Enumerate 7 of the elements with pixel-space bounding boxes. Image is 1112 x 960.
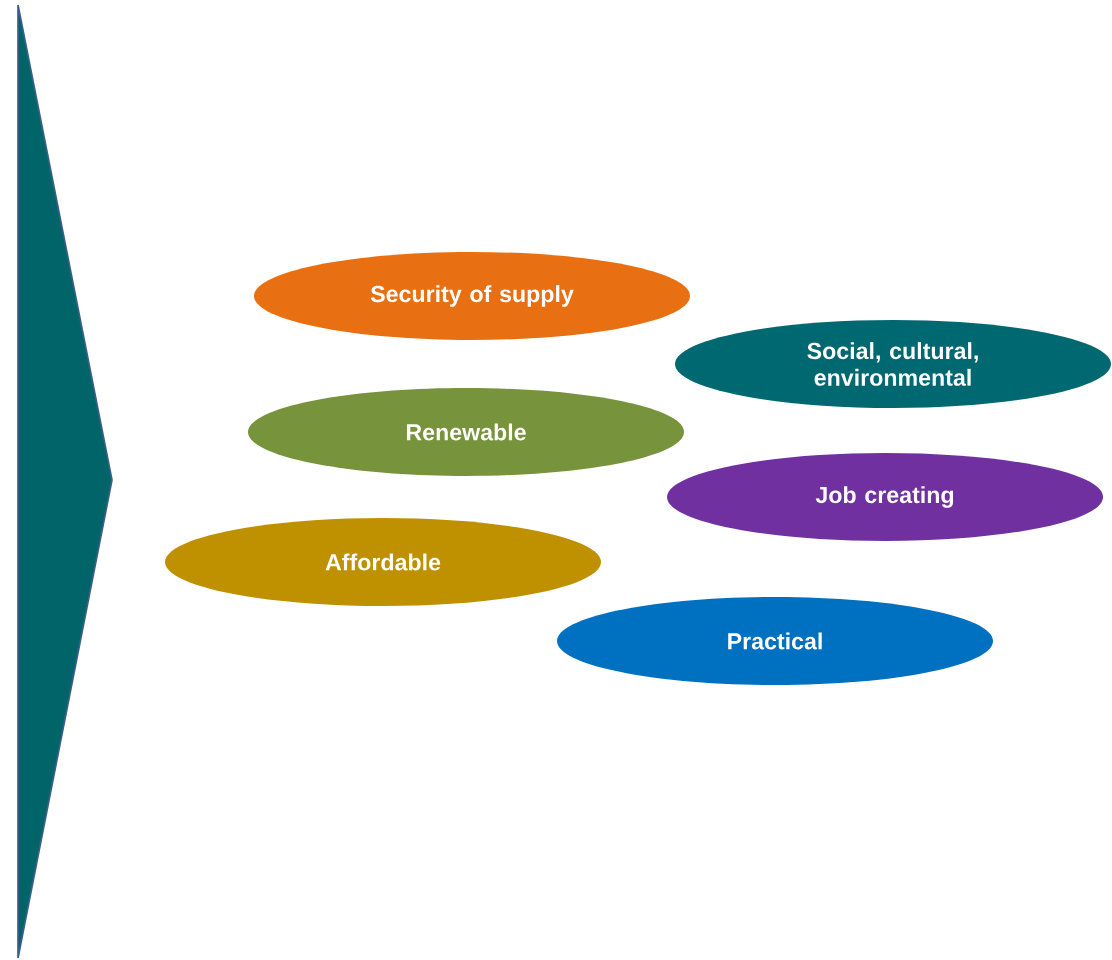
ellipse-label: Job creating xyxy=(667,453,1103,541)
triangle-shape xyxy=(17,4,113,959)
ellipse-label: Practical xyxy=(557,597,993,685)
ellipse-label: Social, cultural, environmental xyxy=(675,320,1111,408)
ellipse-label: Security of supply xyxy=(254,252,690,340)
ellipse-label: Renewable xyxy=(248,388,684,476)
ellipse-label: Affordable xyxy=(165,518,601,606)
